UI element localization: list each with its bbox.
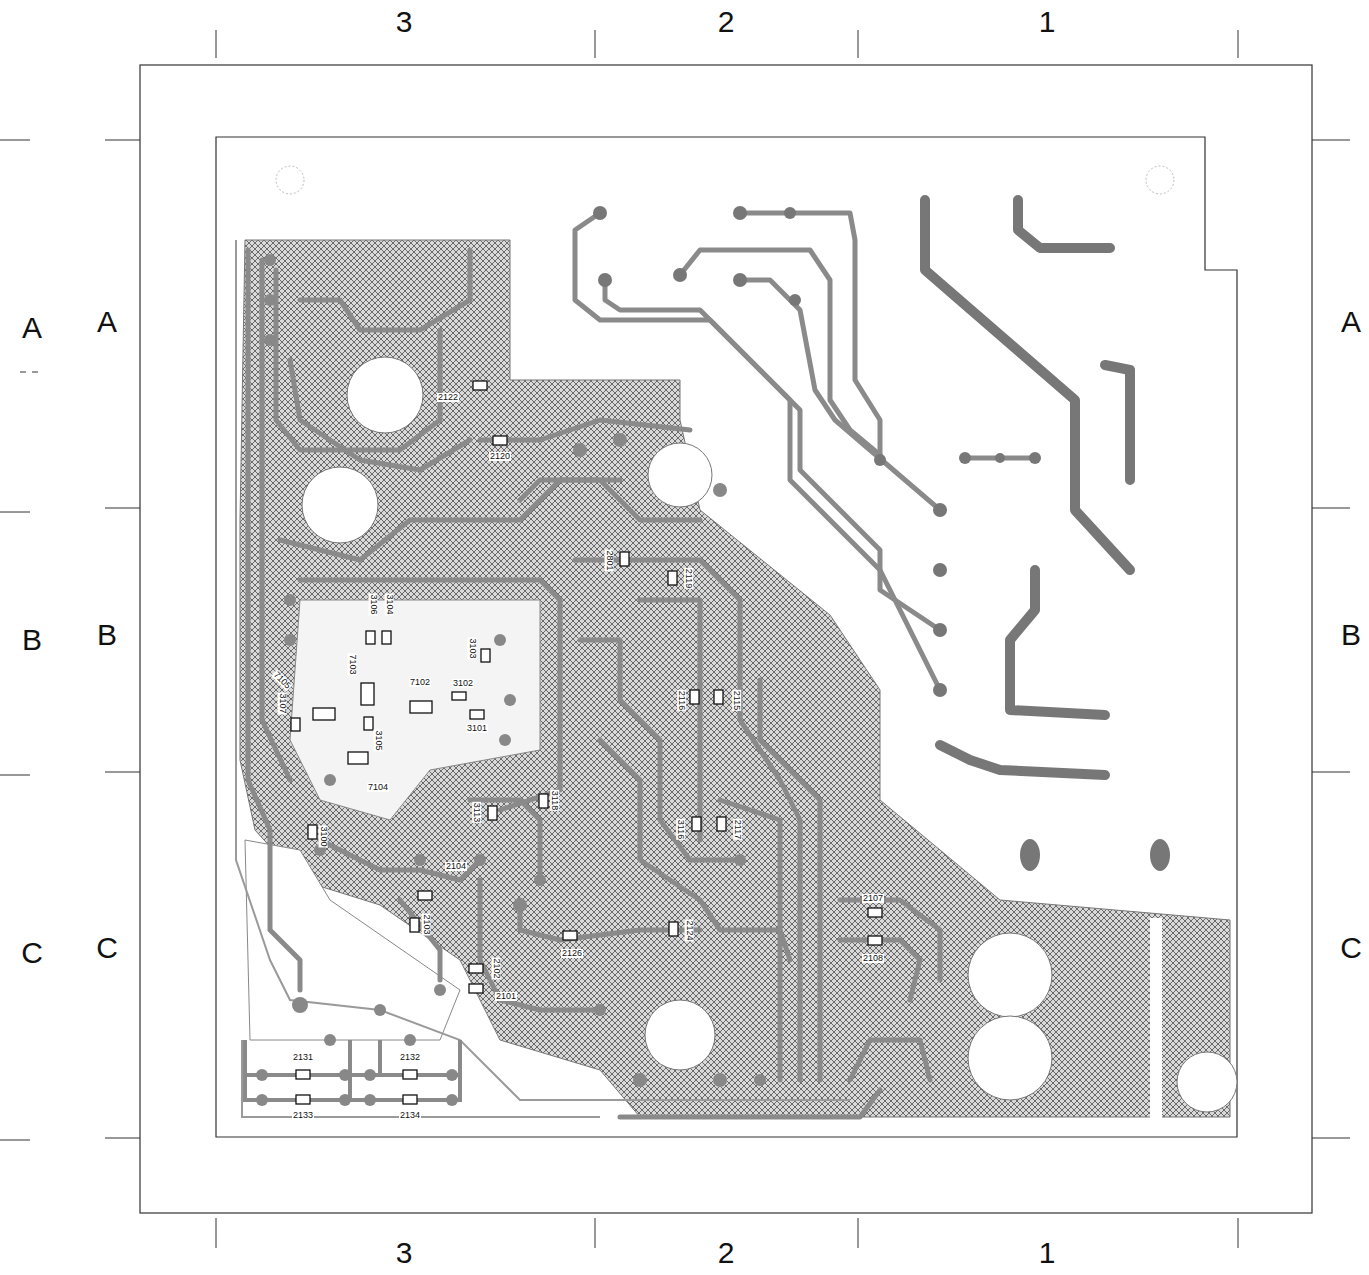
component-ref: 2119 [684,567,693,588]
grid-reference: C [21,938,43,968]
component-ref: 2116 [677,689,686,710]
component-ref: 2134 [399,1111,421,1120]
grid-reference: B [97,620,117,650]
grid-reference: 3 [396,1238,413,1268]
component-ref: 3113 [472,801,481,822]
component-ref: 2120 [489,452,511,461]
grid-reference: 3 [396,7,413,37]
component-ref: 2107 [862,894,884,903]
component-ref: 7104 [367,783,389,792]
component-ref: 3107 [278,692,287,714]
grid-reference: A [22,313,42,343]
component-ref: 7103 [348,653,357,675]
component-ref: 3100 [319,825,328,847]
grid-reference: C [1340,933,1362,963]
component-ref: 3118 [550,789,559,810]
component-ref: 3104 [385,593,394,615]
component-ref: 2115 [732,689,741,710]
component-ref: 3101 [466,724,488,733]
grid-reference: B [1341,620,1361,650]
grid-reference: C [96,933,118,963]
component-ref: 2102 [492,957,501,979]
component-ref: 3103 [468,637,477,659]
component-ref: 2104 [445,862,467,871]
component-ref: 3106 [369,593,378,615]
component-ref: 2801 [605,549,614,571]
component-ref: 2101 [495,992,517,1001]
component-ref: 2124 [685,919,694,941]
grid-reference: 1 [1039,7,1056,37]
component-ref: 2122 [437,393,459,402]
grid-reference: 1 [1039,1238,1056,1268]
grid-reference: A [97,307,117,337]
component-ref: 2103 [422,913,431,935]
component-ref: 2126 [561,949,583,958]
grid-reference: 2 [718,7,735,37]
grid-reference: 2 [718,1238,735,1268]
component-ref: 3102 [452,679,474,688]
component-ref: 2132 [399,1053,421,1062]
component-ref: 3116 [676,818,685,839]
component-ref: 2117 [733,818,742,839]
grid-reference: B [22,625,42,655]
component-ref: 2108 [862,954,884,963]
component-ref: 2133 [292,1111,314,1120]
component-ref: 7102 [409,678,431,687]
component-ref: 3105 [374,729,383,751]
component-ref: 2131 [292,1053,314,1062]
grid-reference: A [1341,307,1361,337]
